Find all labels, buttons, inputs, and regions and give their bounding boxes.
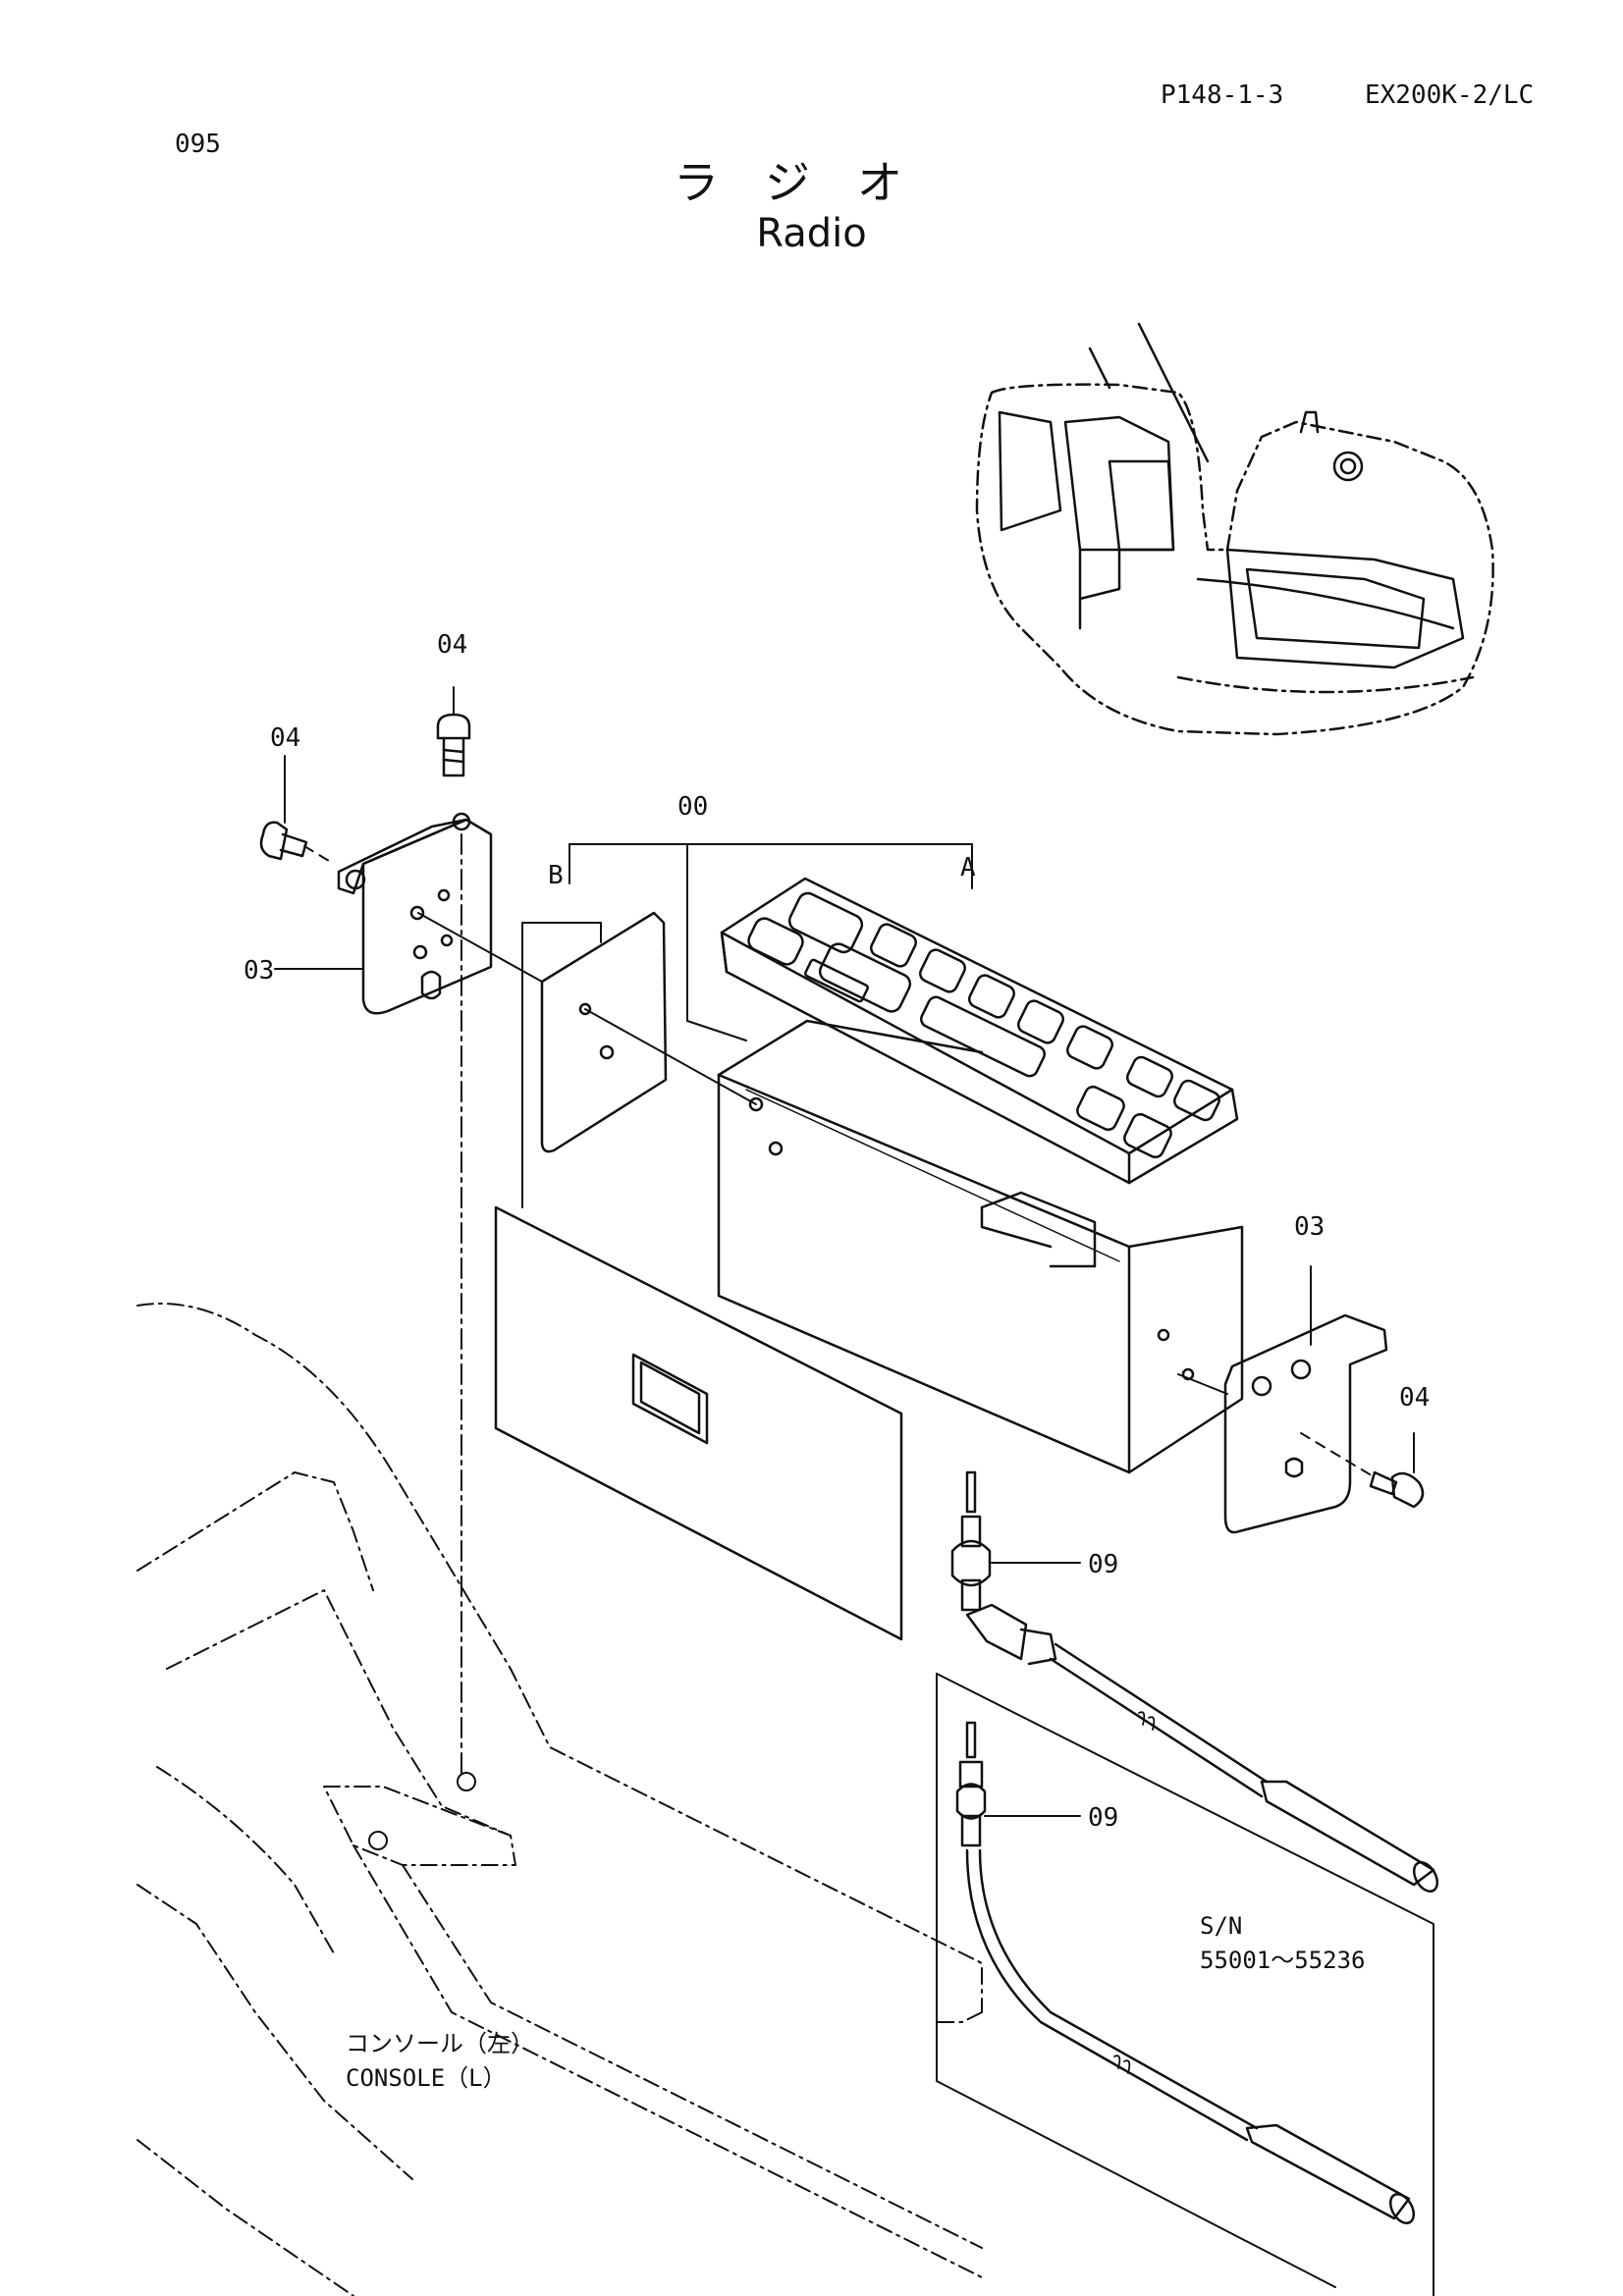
radio-faceplate (720, 877, 1239, 1185)
page-number: 095 (175, 130, 221, 159)
callout-group-b: B (548, 861, 564, 890)
gasket-plate (540, 911, 668, 1153)
callout-screw-top: 04 (437, 630, 467, 660)
callout-antenna-upper: 09 (1088, 1550, 1118, 1579)
antenna-cable-lower (936, 1673, 1434, 2296)
callout-screw-right: 04 (1399, 1383, 1430, 1413)
callout-screw-left: 04 (270, 723, 300, 753)
serial-label: S/N (1200, 1912, 1242, 1940)
radio-box (717, 1019, 1244, 1474)
excavator-inset (975, 322, 1494, 736)
title-english: Radio (756, 211, 867, 256)
screw-right (1369, 1470, 1425, 1509)
screw-top (436, 713, 471, 777)
serial-range: 55001～55236 (1200, 1947, 1366, 1974)
model-code: EX200K-2/LC (1365, 80, 1535, 110)
part-code: P148-1-3 (1161, 80, 1284, 110)
screw-left (259, 821, 308, 861)
console-label-jp: コンソール（左） (346, 2030, 534, 2057)
console-label-en: CONSOLE（L） (346, 2064, 507, 2092)
callout-assembly: 00 (677, 792, 708, 822)
console-left (136, 1303, 983, 2296)
callout-group-a: A (960, 853, 976, 882)
bracket-right (1223, 1313, 1388, 1534)
callout-bracket-right: 03 (1294, 1212, 1325, 1242)
bracket-left (337, 812, 493, 1015)
callout-antenna-lower: 09 (1088, 1803, 1118, 1833)
callout-bracket-left: 03 (243, 956, 274, 986)
antenna-cable-upper (950, 1470, 1439, 1893)
title-japanese: ラジオ (673, 156, 950, 209)
front-cover-panel (494, 1205, 903, 1641)
leader-lines (274, 686, 1415, 1817)
